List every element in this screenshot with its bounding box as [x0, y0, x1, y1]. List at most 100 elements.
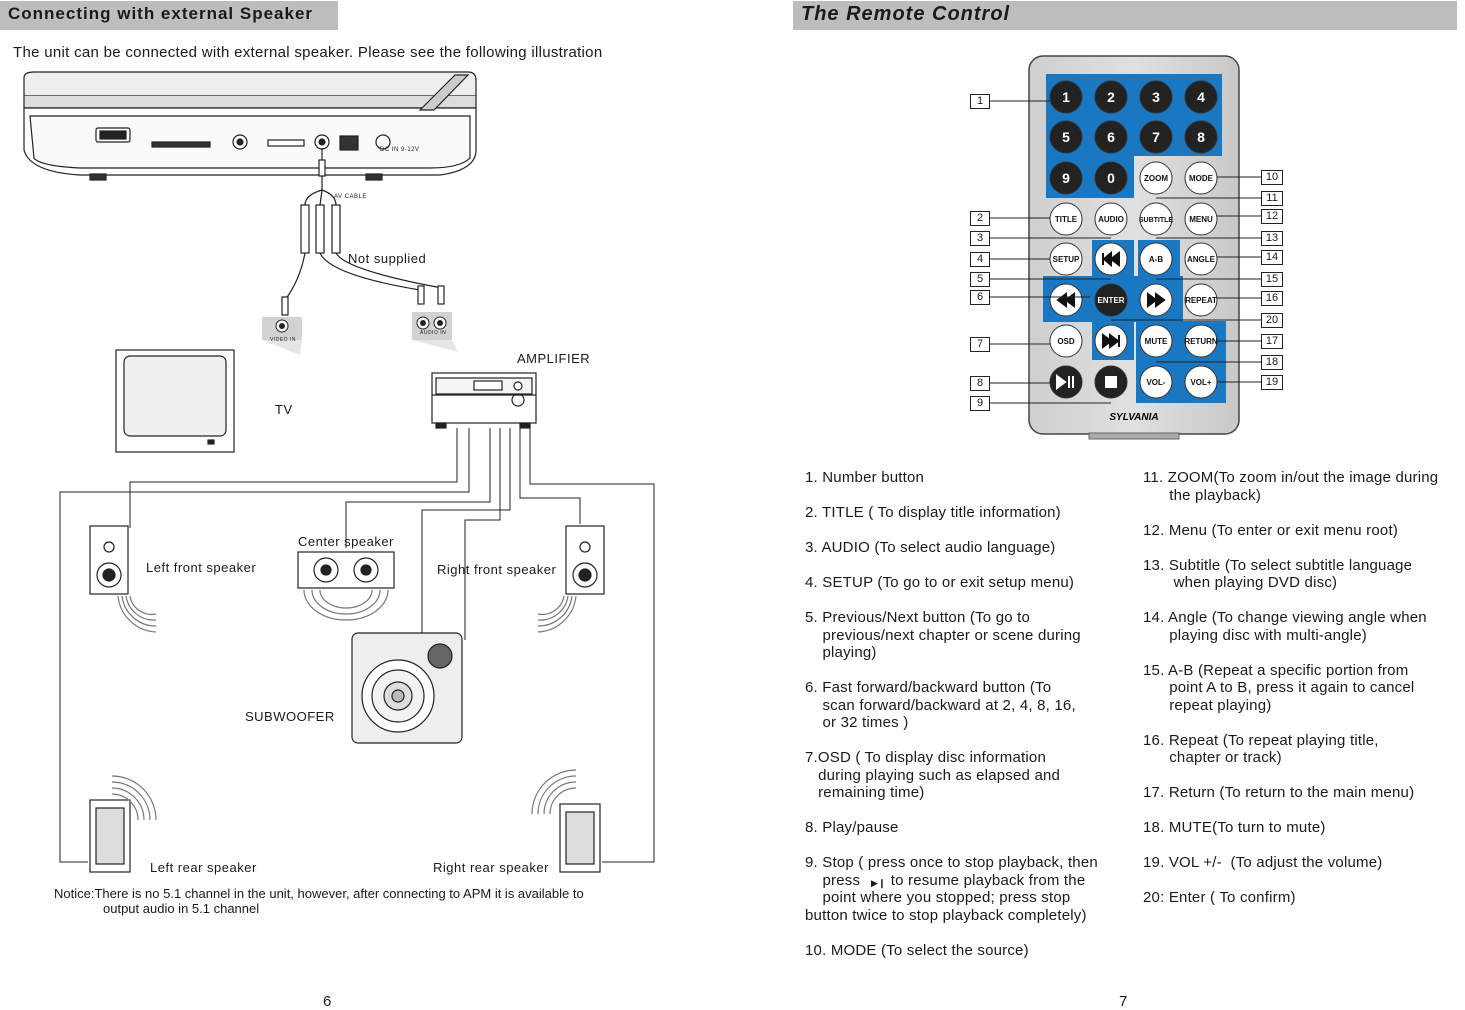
connection-diagram [23, 71, 655, 873]
stop-icon [1094, 365, 1128, 399]
svg-text:SETUP: SETUP [1053, 255, 1080, 264]
subwoofer-illustration [351, 632, 463, 744]
description-item: 6. Fast forward/backward button (To scan… [805, 679, 1076, 731]
callout-right-11: 11 [1261, 191, 1283, 206]
remote-button-repeat: REPEAT [1184, 283, 1218, 317]
svg-text:SUBTITLE: SUBTITLE [1139, 217, 1174, 224]
left-front-speaker-label: Left front speaker [146, 560, 257, 575]
amplifier-illustration [431, 372, 537, 429]
section-title: Connecting with external Speaker [8, 4, 314, 23]
svg-text:5: 5 [1062, 129, 1070, 145]
svg-text:A-B: A-B [1149, 255, 1163, 264]
svg-text:MUTE: MUTE [1145, 337, 1168, 346]
callout-left-9: 9 [970, 396, 990, 411]
callout-left-8: 8 [970, 376, 990, 391]
svg-text:MENU: MENU [1189, 215, 1213, 224]
callout-left-4: 4 [970, 252, 990, 267]
svg-text:3: 3 [1152, 89, 1160, 105]
svg-text:ENTER: ENTER [1097, 296, 1124, 305]
section-header-speaker: Connecting with external Speaker [0, 1, 338, 30]
description-item: 17. Return (To return to the main menu) [1143, 784, 1415, 801]
center-speaker-label: Center speaker [298, 534, 394, 549]
left-rear-speaker-label: Left rear speaker [150, 860, 257, 875]
svg-text:REPEAT: REPEAT [1185, 296, 1217, 305]
next-chapter-icon [1094, 324, 1128, 358]
svg-text:ANGLE: ANGLE [1187, 255, 1216, 264]
remote-button-vol-minus: VOL- [1139, 365, 1173, 399]
svg-text:4: 4 [1197, 89, 1205, 105]
svg-text:8: 8 [1197, 129, 1205, 145]
svg-text:6: 6 [1107, 129, 1115, 145]
prev-chapter-icon [1094, 242, 1128, 276]
notice-line-2: output audio in 5.1 channel [103, 901, 260, 916]
left-rear-speaker-illustration [89, 775, 157, 873]
notice-text: Notice:There is no 5.1 channel in the un… [54, 886, 584, 916]
remote-button-n9: 9 [1049, 161, 1083, 195]
description-item: 16. Repeat (To repeat playing title, cha… [1143, 731, 1379, 767]
remote-button-n0: 0 [1094, 161, 1128, 195]
not-supplied-label: Not supplied [348, 251, 427, 266]
right-front-speaker-illustration [537, 525, 605, 633]
remote-button-setup: SETUP [1049, 242, 1083, 276]
remote-button-n4: 4 [1184, 80, 1218, 114]
svg-text:0: 0 [1107, 170, 1115, 186]
description-item: 11. ZOOM(To zoom in/out the image during… [1143, 469, 1439, 504]
description-item: 1. Number button [805, 469, 925, 486]
remote-brand: SYLVANIA [1109, 412, 1158, 423]
remote-button-vol-plus: VOL+ [1184, 365, 1218, 399]
description-item: 10. MODE (To select the source) [805, 941, 1029, 959]
description-item: 7.OSD ( To display disc information duri… [805, 749, 1061, 801]
callout-right-10: 10 [1261, 170, 1283, 185]
callout-right-12: 12 [1261, 209, 1283, 224]
description-item: 18. MUTE(To turn to mute) [1143, 819, 1326, 836]
av-cable-illustration [281, 148, 445, 316]
svg-text:TITLE: TITLE [1055, 215, 1078, 224]
svg-text:VOL+: VOL+ [1190, 378, 1211, 387]
remote-button-audio: AUDIO [1094, 202, 1128, 236]
description-item: 3. AUDIO (To select audio language) [805, 539, 1056, 556]
dc-in-label: DC IN 9-12V [380, 147, 420, 153]
remote-button-title: TITLE [1049, 202, 1083, 236]
dvd-player-illustration [23, 71, 477, 181]
remote-button-mute: MUTE [1139, 324, 1173, 358]
remote-button-osd: OSD [1049, 324, 1083, 358]
svg-text:RETURN: RETURN [1184, 337, 1218, 346]
play-pause-icon [1049, 365, 1083, 399]
amp-input-panel [412, 312, 458, 352]
center-speaker-illustration [297, 551, 395, 621]
svg-text:9: 9 [1062, 170, 1070, 186]
right-front-speaker-label: Right front speaker [437, 562, 557, 577]
left-front-speaker-illustration [89, 525, 157, 633]
remote-button-n1: 1 [1049, 80, 1083, 114]
remote-button-subtitle: SUBTITLE [1139, 202, 1174, 236]
remote-button-n3: 3 [1139, 80, 1173, 114]
remote-button-menu: MENU [1184, 202, 1218, 236]
remote-button-n5: 5 [1049, 120, 1083, 154]
remote-button-n6: 6 [1094, 120, 1128, 154]
av-cable-label: AV CABLE [334, 194, 367, 200]
callout-right-13: 13 [1261, 231, 1283, 246]
tv-illustration [115, 349, 235, 453]
svg-text:ZOOM: ZOOM [1144, 174, 1168, 183]
description-item: 5. Previous/Next button (To go to previo… [805, 609, 1081, 661]
callout-right-17: 17 [1261, 334, 1283, 349]
audio-in-label: AUDIO IN [420, 330, 447, 336]
tv-label: TV [275, 402, 293, 417]
remote-button-n2: 2 [1094, 80, 1128, 114]
svg-text:MODE: MODE [1189, 174, 1214, 183]
callout-right-18: 18 [1261, 355, 1283, 370]
remote-button-ab: A-B [1139, 242, 1173, 276]
rewind-icon [1049, 283, 1083, 317]
callout-right-20: 20 [1261, 313, 1283, 328]
page-number-left: 6 [323, 993, 332, 1010]
video-in-label: VIDEO IN [270, 337, 296, 343]
fast-forward-icon [1139, 283, 1173, 317]
descriptions-right: 11. ZOOM(To zoom in/out the image during… [1143, 469, 1465, 924]
callout-right-15: 15 [1261, 272, 1283, 287]
svg-text:2: 2 [1107, 89, 1115, 105]
amplifier-label: AMPLIFIER [517, 351, 591, 366]
intro-text: The unit can be connected with external … [13, 44, 603, 61]
speaker-wires [59, 428, 655, 863]
